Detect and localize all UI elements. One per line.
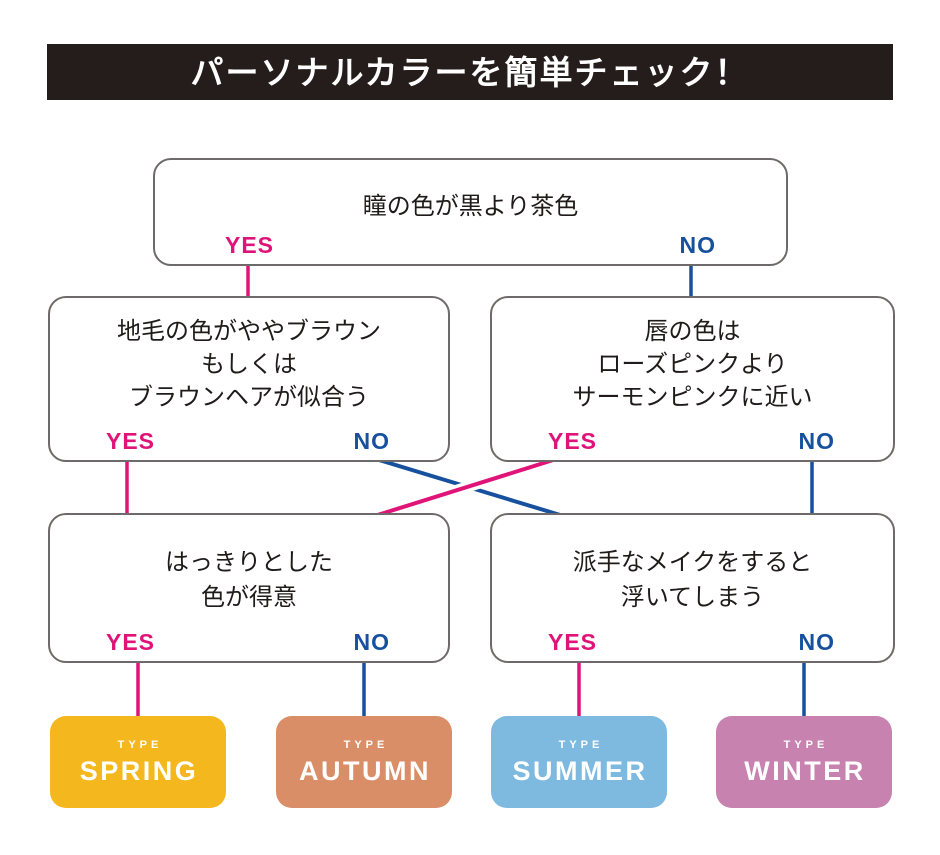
result-name: AUTUMN: [299, 756, 431, 786]
question-line: ブラウンヘアが似合う: [129, 384, 369, 411]
question-box-eye-color: 瞳の色が黒より茶色 YES NO: [153, 158, 788, 266]
no-label: NO: [679, 232, 716, 258]
type-label: TYPE: [117, 739, 163, 751]
result-card-spring: TYPE SPRING: [50, 716, 226, 808]
connector-q2right-yes-diagonal: [367, 454, 567, 520]
question-text: 瞳の色が黒より茶色: [362, 193, 579, 220]
page-title: パーソナルカラーを簡単チェック！: [190, 53, 750, 91]
no-label: NO: [798, 629, 835, 655]
type-label: TYPE: [343, 739, 389, 751]
question-line: 唇の色は: [644, 318, 741, 345]
question-line: もしくは: [201, 351, 297, 378]
type-label: TYPE: [783, 739, 829, 751]
result-card-winter: TYPE WINTER: [716, 716, 892, 808]
question-line: はっきりとした: [165, 549, 333, 576]
no-label: NO: [798, 428, 835, 454]
question-box-flashy-makeup: 派手なメイクをすると 浮いてしまう YES NO: [490, 513, 895, 663]
question-line: 色が得意: [201, 584, 297, 611]
no-label: NO: [353, 629, 390, 655]
yes-label: YES: [106, 629, 156, 655]
yes-label: YES: [548, 428, 598, 454]
type-label: TYPE: [558, 739, 604, 751]
result-card-autumn: TYPE AUTUMN: [276, 716, 452, 808]
question-text: 派手なメイクをすると 浮いてしまう: [492, 515, 893, 615]
question-box-hair-color: 地毛の色がややブラウン もしくは ブラウンヘアが似合う YES NO: [48, 296, 450, 462]
question-text: はっきりとした 色が得意: [50, 515, 448, 615]
question-line: 派手なメイクをすると: [572, 549, 813, 576]
yes-label: YES: [106, 428, 156, 454]
question-box-lip-color: 唇の色は ローズピンクより サーモンピンクに近い YES NO: [490, 296, 895, 462]
result-name: SPRING: [79, 756, 199, 786]
question-line: 地毛の色がややブラウン: [117, 318, 381, 345]
header-banner: パーソナルカラーを簡単チェック！: [47, 44, 893, 100]
question-text: 唇の色は ローズピンクより サーモンピンクに近い: [492, 298, 893, 414]
no-label: NO: [353, 428, 390, 454]
yes-label: YES: [225, 232, 275, 258]
question-line: 浮いてしまう: [620, 584, 765, 611]
question-line: ローズピンクより: [597, 351, 788, 378]
question-text: 地毛の色がややブラウン もしくは ブラウンヘアが似合う: [50, 298, 448, 414]
yes-label: YES: [548, 629, 598, 655]
question-line: サーモンピンクに近い: [572, 384, 813, 411]
result-name: WINTER: [744, 756, 866, 786]
question-box-vivid-colors: はっきりとした 色が得意 YES NO: [48, 513, 450, 663]
result-name: SUMMER: [512, 756, 648, 786]
result-card-summer: TYPE SUMMER: [491, 716, 667, 808]
